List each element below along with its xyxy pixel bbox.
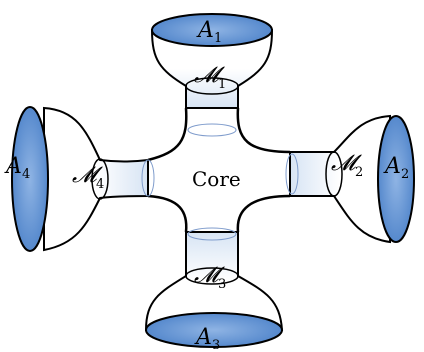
cap-right	[377, 115, 415, 243]
svg-text:3: 3	[212, 338, 220, 352]
neck-ring-top-inner	[187, 123, 237, 137]
cap-bottom	[145, 312, 283, 348]
core-edge-top-left	[147, 107, 188, 162]
svg-text:A: A	[194, 325, 212, 350]
svg-text:3: 3	[218, 277, 226, 292]
label-a3: A 3	[194, 325, 220, 352]
svg-text:4: 4	[22, 167, 30, 182]
neck-ring-top	[185, 77, 239, 95]
core-edge-bottom-left	[147, 194, 188, 233]
core-edge-bottom-right	[236, 194, 291, 233]
neck-ring-right	[325, 151, 343, 197]
svg-text:1: 1	[214, 31, 222, 46]
svg-text:2: 2	[355, 165, 363, 180]
label-a1: A 1	[196, 18, 222, 46]
neck-ring-left	[91, 158, 109, 200]
cap-top	[151, 13, 273, 47]
neck-ring-bottom-inner	[187, 227, 237, 241]
neck-ring-bottom	[185, 267, 239, 285]
label-a4: A 4	[4, 154, 30, 182]
right-funnel	[289, 114, 391, 244]
svg-text:1: 1	[218, 77, 226, 92]
neck-ring-left-inner	[141, 159, 155, 197]
svg-text:A: A	[4, 154, 22, 179]
svg-text:A: A	[196, 18, 214, 43]
svg-text:4: 4	[96, 177, 104, 192]
label-a2: A 2	[383, 154, 409, 182]
svg-text:A: A	[383, 154, 401, 179]
cap-left	[11, 106, 49, 252]
core-label: Core	[192, 167, 241, 191]
core-edge-top-right	[236, 107, 291, 154]
neck-ring-right-inner	[285, 153, 299, 195]
svg-text:2: 2	[401, 167, 409, 182]
